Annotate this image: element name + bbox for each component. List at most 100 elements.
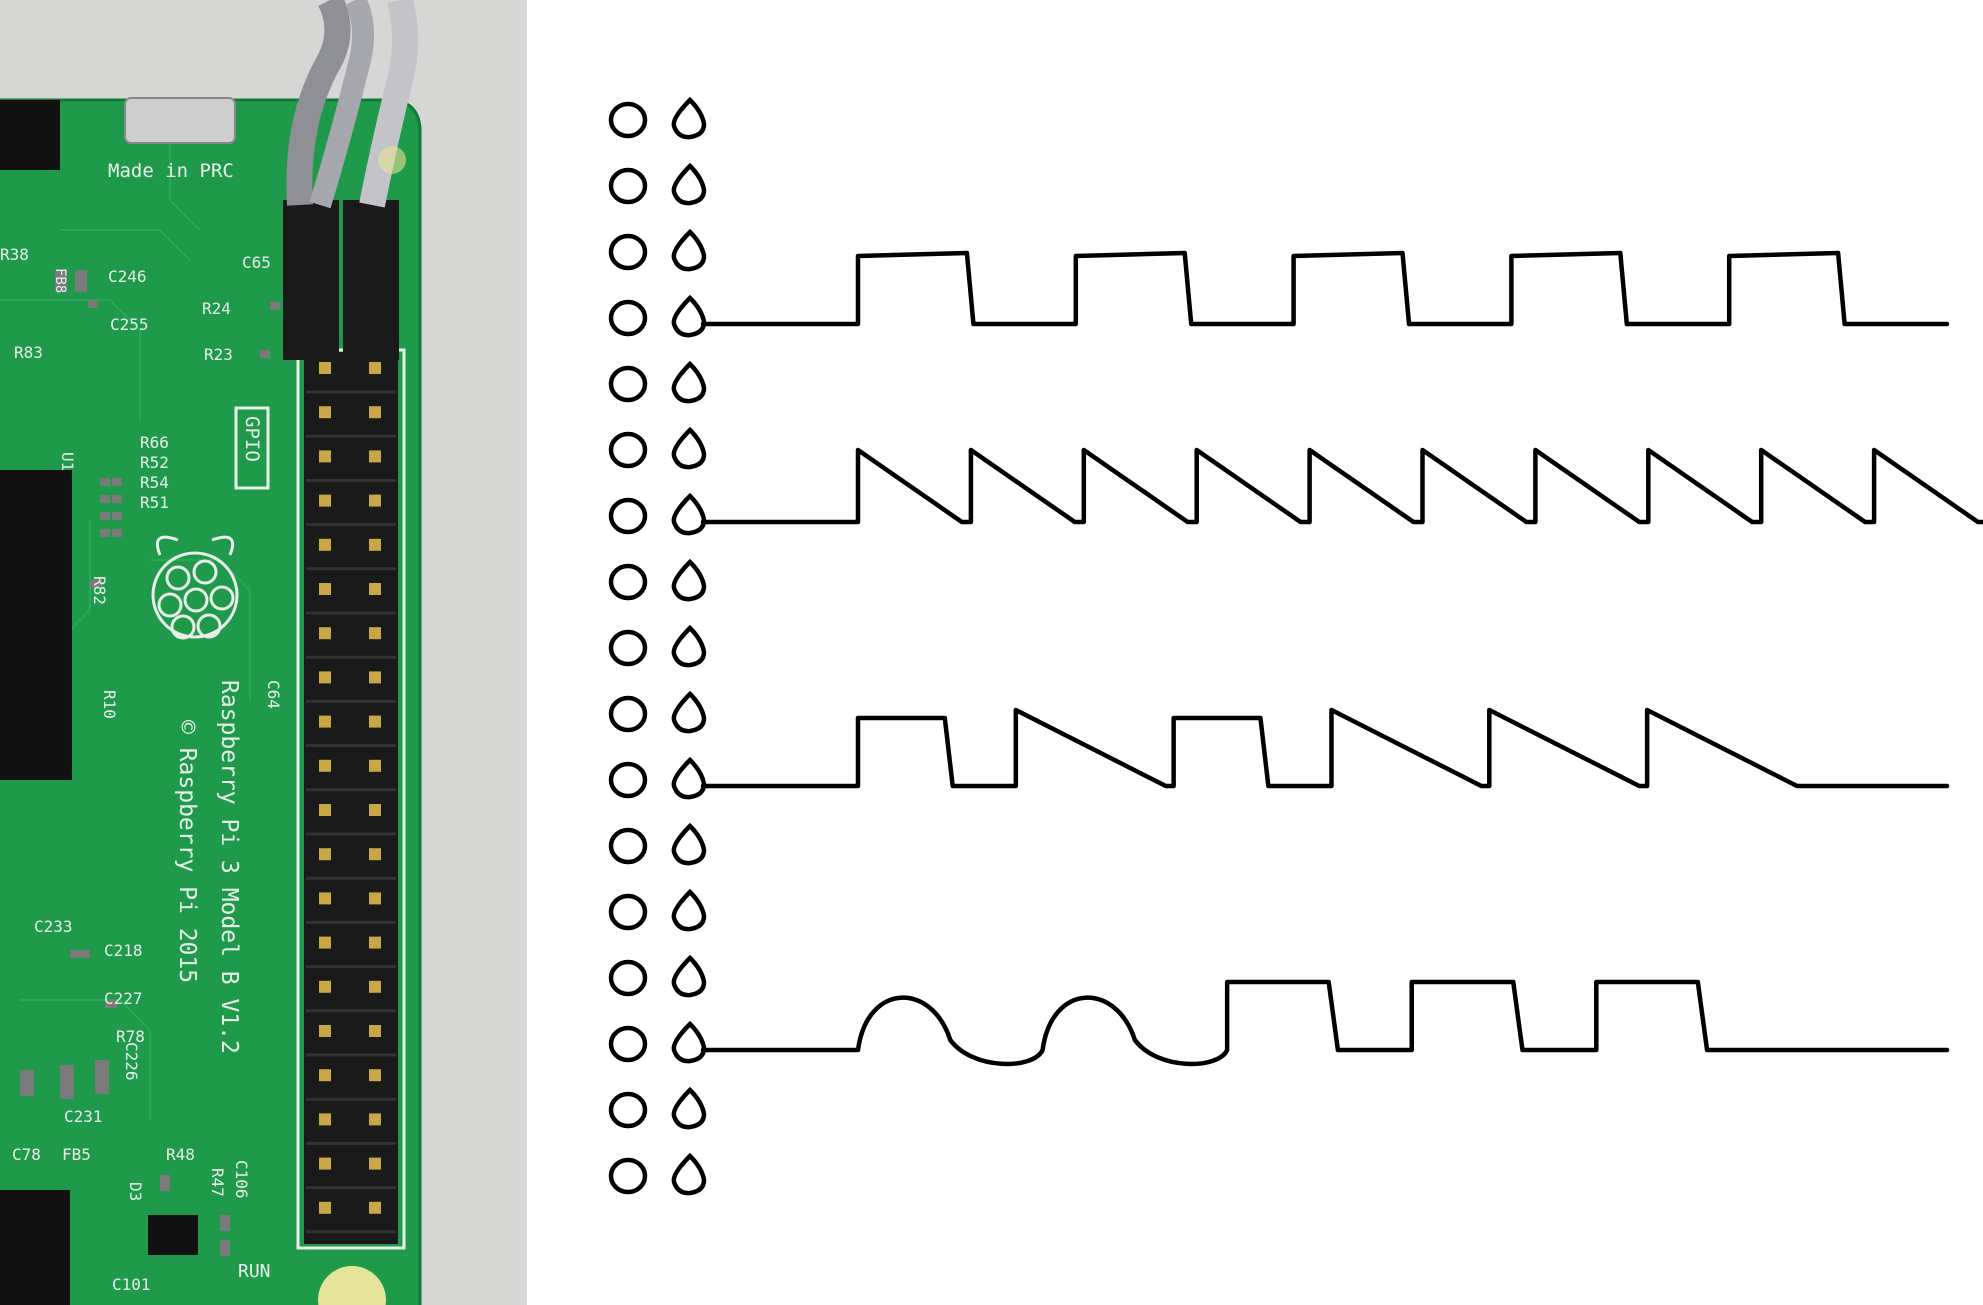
gpio-pin [319,892,331,904]
gpio-pin [369,716,381,728]
pin-circle-right [674,826,704,863]
silk-ref: R10 [100,690,119,719]
gpio-pin [319,1025,331,1037]
silk-ref: C64 [264,680,283,709]
gpio-pin [319,362,331,374]
gpio-pin [369,1025,381,1037]
pin-circle-left [611,962,645,994]
pin-circle-left [611,1028,645,1060]
gpio-pin [369,804,381,816]
gpio-pin [369,892,381,904]
silk-ref: R51 [140,493,169,512]
gpio-pin [319,539,331,551]
pin-circle-left [611,302,645,334]
gpio-pin [369,671,381,683]
signal-trace-3 [703,710,1947,786]
pin-circle-right [674,232,704,269]
silk-ref: R24 [202,299,231,318]
gpio-pin [369,583,381,595]
gpio-pin [319,671,331,683]
silk-ref: R52 [140,453,169,472]
pin-circle-left [611,170,645,202]
soc-chip [0,470,72,780]
silk-ref: C255 [110,315,149,334]
pin-circle-right [674,958,704,995]
pin-circle-right [674,364,704,401]
signal-trace-2 [703,450,1983,522]
silk-ref: C233 [34,917,73,936]
gpio-pin [369,406,381,418]
pin-circle-left [611,698,645,730]
pin-columns [611,100,704,1193]
pin-circle-left [611,632,645,664]
silk-ref: R47 [208,1168,227,1197]
silk-run: RUN [238,1261,271,1282]
gpio-pin [319,583,331,595]
board-illustration: Made in PRC GPIO Raspberry Pi 3 Model B … [0,0,527,1305]
gpio-pin [369,1158,381,1170]
pin-circle-right [674,166,704,203]
silk-ref: FB5 [62,1145,91,1164]
gpio-pin [369,937,381,949]
pin-circle-left [611,1094,645,1126]
silk-copyright: © Raspberry Pi 2015 [174,720,200,983]
silk-ref: R82 [90,576,109,605]
ic-chip [0,1190,70,1305]
gpio-pin [369,627,381,639]
gpio-pin [319,848,331,860]
gpio-pin [319,1202,331,1214]
waveform-diagram [527,0,1983,1305]
pin-circle-right [674,694,704,731]
silk-ref: R23 [204,345,233,364]
gpio-pin [369,981,381,993]
pin-circle-left [611,434,645,466]
gpio-pin [319,450,331,462]
gpio-pin [319,760,331,772]
silk-ref: C226 [122,1042,141,1081]
silk-ref: D3 [126,1182,145,1201]
waveform-canvas [527,0,1983,1305]
gpio-pin [319,495,331,507]
pin-circle-left [611,236,645,268]
silk-ref: C65 [242,253,271,272]
signal-trace-4 [703,982,1947,1064]
pin-circle-right [674,100,704,137]
jumper-housing [343,200,399,360]
gpio-pin [369,1113,381,1125]
pin-circle-right [674,760,704,797]
antenna-module [125,98,235,143]
gpio-pin [369,1202,381,1214]
signal-traces [703,253,1983,1064]
jumper-housing [283,200,339,360]
silk-ref: C101 [112,1275,151,1294]
silk-model: Raspberry Pi 3 Model B V1.2 [216,680,242,1054]
gpio-pin [319,981,331,993]
gpio-header [304,352,398,1244]
gpio-pin [319,406,331,418]
silk-gpio: GPIO [241,416,263,462]
gpio-pin [319,716,331,728]
silk-made-in: Made in PRC [108,160,234,182]
silk-ref: C78 [12,1145,41,1164]
transistor-d3 [148,1215,198,1255]
pin-circle-left [611,1160,645,1192]
silk-ref: U1 [58,452,77,471]
pin-circle-right [674,892,704,929]
pin-circle-left [611,500,645,532]
silk-ref: C227 [104,989,143,1008]
silk-ref: C218 [104,941,143,960]
gpio-pin [369,760,381,772]
silk-ref: FB8 [52,268,68,293]
pin-circle-right [674,1090,704,1127]
pin-circle-right [674,496,704,533]
gpio-pin [369,539,381,551]
silk-ref: C246 [108,267,147,286]
gpio-pin [369,1069,381,1081]
gpio-pin [369,848,381,860]
silk-ref: R83 [14,343,43,362]
pin-circle-right [674,430,704,467]
signal-trace-1 [703,253,1947,324]
silk-ref: R48 [166,1145,195,1164]
gpio-pin [319,627,331,639]
